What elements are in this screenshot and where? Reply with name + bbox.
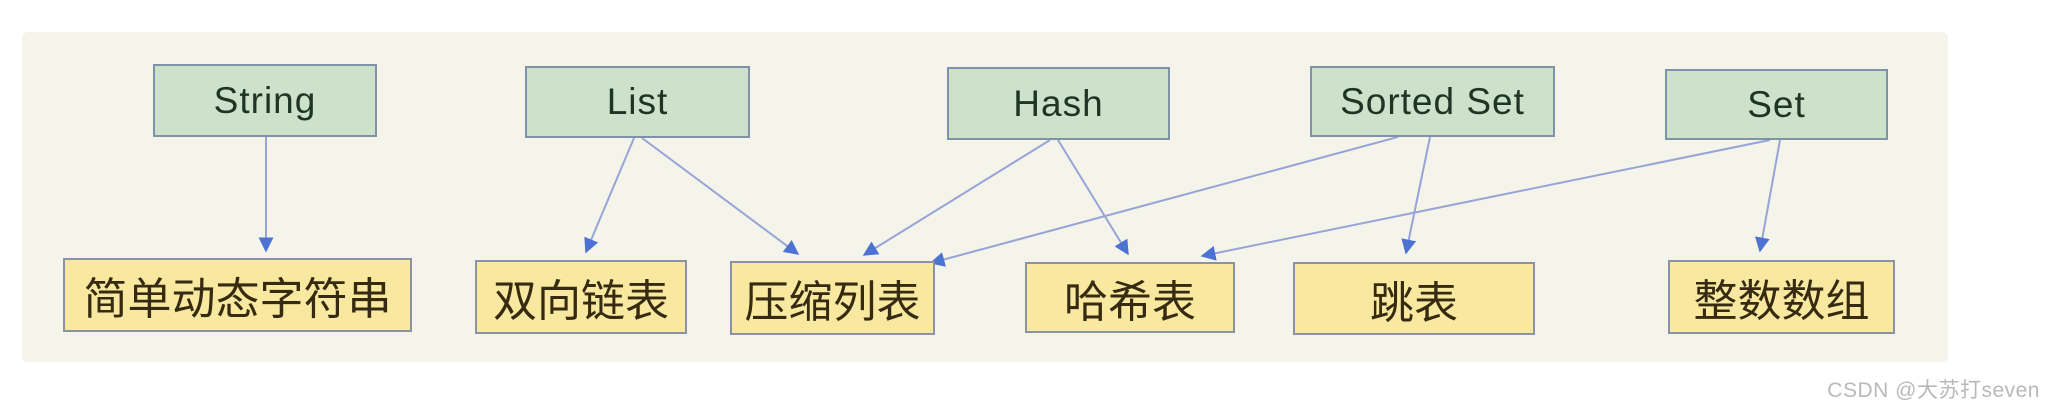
node-ziplist: 压缩列表	[730, 261, 935, 335]
node-simple-dynamic-string: 简单动态字符串	[63, 258, 412, 332]
watermark: CSDN @大苏打seven	[1827, 379, 2040, 402]
node-string: String	[153, 64, 377, 137]
node-integer-array: 整数数组	[1668, 260, 1895, 334]
node-hashtable: 哈希表	[1025, 262, 1235, 333]
node-skiplist: 跳表	[1293, 262, 1535, 335]
node-list: List	[525, 66, 750, 138]
node-sorted-set: Sorted Set	[1310, 66, 1555, 137]
node-set: Set	[1665, 69, 1888, 140]
node-doubly-linked-list: 双向链表	[475, 260, 687, 334]
node-hash: Hash	[947, 67, 1170, 140]
